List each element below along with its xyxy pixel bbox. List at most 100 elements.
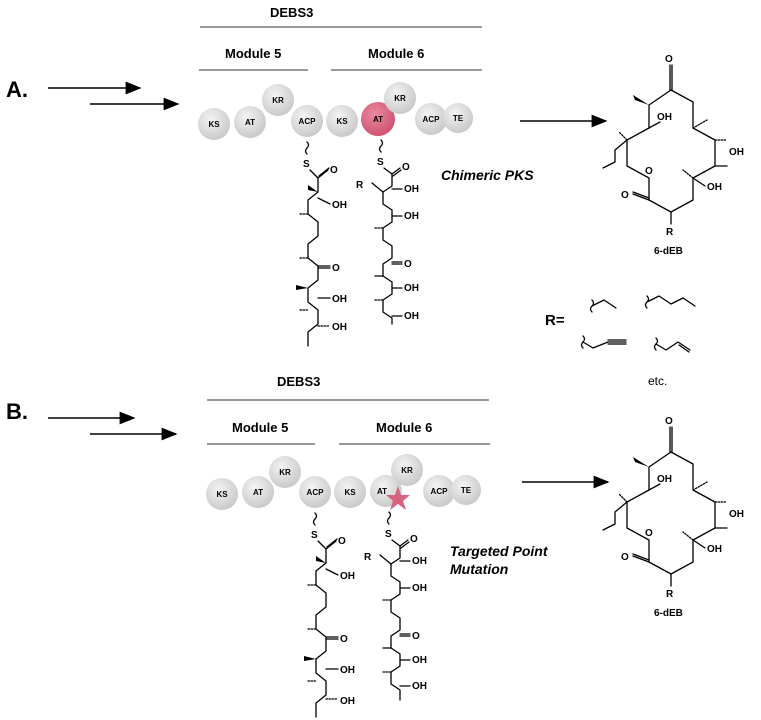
- svg-text:AT: AT: [245, 118, 255, 127]
- panel-b-label: B.: [6, 399, 28, 424]
- domain-kr: [262, 84, 294, 116]
- debs3-title: DEBS3: [270, 5, 313, 20]
- domain-acp-2: [415, 103, 447, 135]
- svg-text:TE: TE: [453, 114, 464, 123]
- mutation-star-icon: [386, 486, 410, 510]
- product-label-b: 6-dEB: [654, 608, 683, 619]
- svg-text:OH: OH: [340, 665, 355, 676]
- svg-text:O: O: [410, 534, 418, 545]
- point-mutation-label-2: Mutation: [450, 561, 508, 577]
- svg-text:KS: KS: [208, 120, 220, 129]
- product-label-a: 6-dEB: [654, 246, 683, 257]
- product-6deb-b: O OH OH OH R O O: [602, 416, 744, 600]
- domain-acp: [299, 476, 331, 508]
- svg-text:KR: KR: [394, 94, 406, 103]
- svg-text:OH: OH: [657, 474, 672, 485]
- module6-label: Module 6: [368, 46, 424, 61]
- svg-text:KR: KR: [272, 96, 284, 105]
- svg-text:OH: OH: [340, 696, 355, 707]
- svg-text:OH: OH: [404, 211, 419, 222]
- svg-text:OH: OH: [332, 200, 347, 211]
- svg-text:TE: TE: [461, 486, 472, 495]
- intermediate-module6-a: S O R OH OH O OH OH: [356, 139, 419, 325]
- product-6deb-a: O OH OH OH R O O: [602, 54, 744, 238]
- panel-a: A. DEBS3 Module 5 Module 6 KS AT KR ACP …: [6, 5, 744, 347]
- domain-row-a: KS AT KR ACP KS AT KR ACP TE: [198, 82, 473, 140]
- module6-label-b: Module 6: [376, 420, 432, 435]
- domain-row-b: KS AT KR ACP KS AT KR ACP TE: [206, 454, 481, 510]
- svg-text:AT: AT: [373, 115, 383, 124]
- svg-text:OH: OH: [412, 583, 427, 594]
- panel-a-label: A.: [6, 77, 28, 102]
- svg-text:O: O: [402, 162, 410, 173]
- svg-text:O: O: [645, 528, 653, 539]
- svg-text:ACP: ACP: [431, 487, 449, 496]
- svg-text:AT: AT: [377, 487, 387, 496]
- svg-text:KR: KR: [279, 468, 291, 477]
- svg-text:O: O: [665, 416, 673, 427]
- svg-text:R: R: [356, 180, 364, 191]
- domain-te: [451, 475, 481, 505]
- domain-ks-2: [334, 476, 366, 508]
- svg-text:ACP: ACP: [299, 117, 317, 126]
- svg-text:R: R: [666, 227, 674, 238]
- svg-text:S: S: [377, 157, 384, 168]
- svg-text:ACP: ACP: [307, 488, 325, 497]
- r-ethyl: [589, 299, 617, 313]
- svg-text:OH: OH: [707, 182, 722, 193]
- intermediate-module6-b: S O R OH OH O OH OH: [364, 511, 427, 701]
- svg-text:O: O: [332, 263, 340, 274]
- domain-kr-2: [391, 454, 423, 486]
- svg-text:AT: AT: [253, 488, 263, 497]
- svg-text:OH: OH: [707, 544, 722, 555]
- svg-text:KR: KR: [401, 466, 413, 475]
- r-propargyl: [580, 335, 627, 349]
- svg-text:O: O: [621, 552, 629, 563]
- r-equals-label: R=: [545, 312, 565, 329]
- domain-kr: [269, 456, 301, 488]
- domain-ks-2: [326, 105, 358, 137]
- point-mutation-label-1: Targeted Point: [450, 543, 549, 559]
- svg-text:S: S: [385, 529, 392, 540]
- intermediate-module5-b: S O OH O OH OH: [304, 512, 355, 718]
- svg-text:O: O: [665, 54, 673, 65]
- svg-text:R: R: [666, 589, 674, 600]
- svg-text:R: R: [364, 552, 372, 563]
- svg-text:OH: OH: [729, 147, 744, 158]
- svg-text:O: O: [621, 190, 629, 201]
- domain-acp-2: [423, 475, 455, 507]
- r-allyl: [653, 337, 691, 353]
- svg-text:O: O: [645, 166, 653, 177]
- svg-text:O: O: [404, 259, 412, 270]
- svg-text:OH: OH: [404, 283, 419, 294]
- domain-ks: [198, 108, 230, 140]
- svg-text:KS: KS: [336, 117, 348, 126]
- svg-text:OH: OH: [332, 294, 347, 305]
- intermediate-module5-a: S O OH O OH OH: [296, 141, 347, 347]
- svg-text:OH: OH: [340, 571, 355, 582]
- svg-text:OH: OH: [412, 556, 427, 567]
- domain-te: [443, 103, 473, 133]
- svg-text:KS: KS: [344, 488, 356, 497]
- svg-text:KS: KS: [216, 490, 228, 499]
- panel-b: B. DEBS3 Module 5 Module 6 KS AT KR ACP …: [6, 374, 744, 718]
- svg-text:OH: OH: [332, 322, 347, 333]
- r-group-legend: R= etc.: [545, 295, 696, 388]
- etc-label: etc.: [648, 374, 667, 388]
- domain-kr-2: [384, 82, 416, 114]
- domain-at-swapped: [361, 102, 395, 136]
- svg-text:O: O: [330, 165, 338, 176]
- r-propyl: [644, 295, 696, 309]
- svg-text:S: S: [303, 159, 310, 170]
- svg-text:OH: OH: [404, 184, 419, 195]
- svg-text:S: S: [311, 530, 318, 541]
- debs3-title-b: DEBS3: [277, 374, 320, 389]
- svg-text:OH: OH: [729, 509, 744, 520]
- domain-at: [234, 106, 266, 138]
- svg-text:ACP: ACP: [423, 115, 441, 124]
- chimeric-pks-label: Chimeric PKS: [441, 167, 534, 183]
- module5-label-b: Module 5: [232, 420, 288, 435]
- svg-text:O: O: [412, 631, 420, 642]
